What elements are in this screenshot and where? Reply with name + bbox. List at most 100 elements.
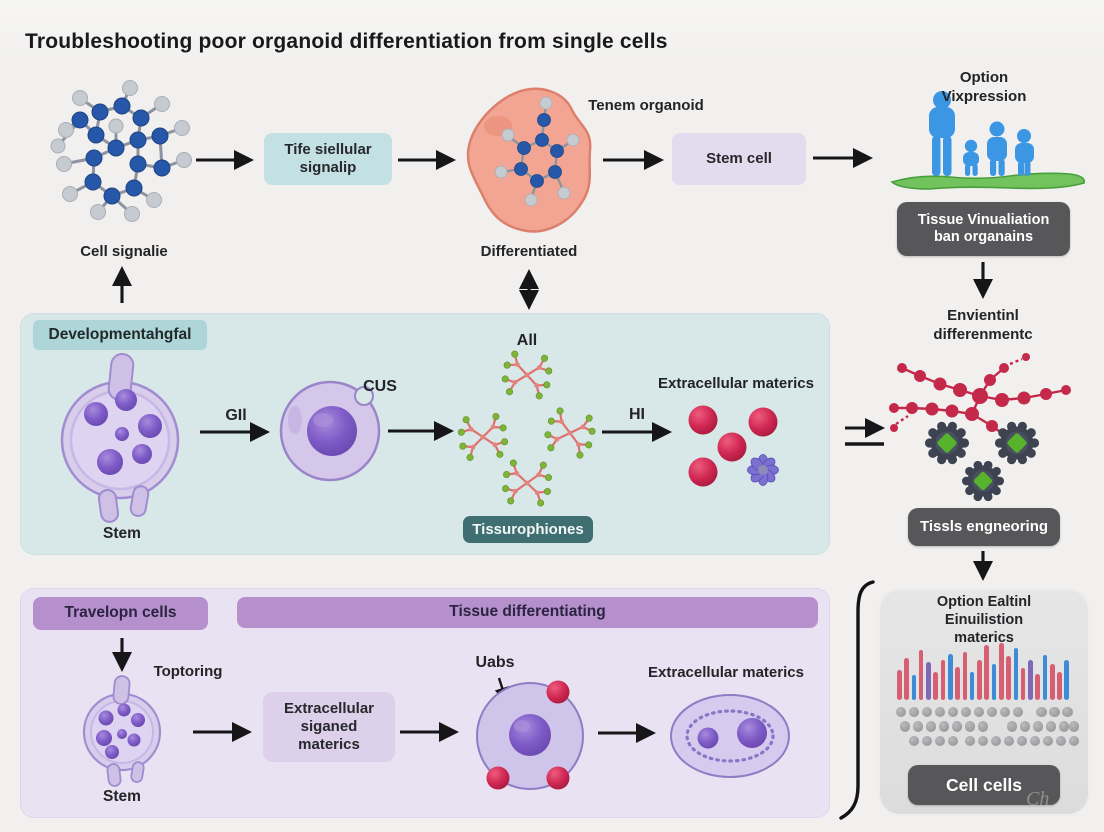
implies-arrow [845, 417, 886, 446]
organoid-caption: Tenem organoid [588, 97, 704, 114]
engineering-box: Tissls engneoring [908, 508, 1060, 546]
stem-caption-bottom: Stem [103, 788, 141, 805]
red-network-icon [889, 353, 1071, 442]
cells-box: Cell cells [908, 765, 1060, 805]
grid-dot [1058, 721, 1069, 732]
cus-caption: CUS [363, 378, 397, 395]
seq-bar [1035, 674, 1040, 700]
grid-dot [1003, 735, 1015, 746]
signal-box: Tife siellular signalip [264, 133, 392, 185]
visualization-box: Tissue Vinualiation ban organains [897, 202, 1070, 256]
grid-dot [1055, 735, 1067, 746]
seq-bar [1013, 648, 1019, 700]
grid-dot [1019, 721, 1030, 732]
grid-dot [951, 721, 963, 732]
grid-dot [1068, 735, 1080, 746]
grid-dot [899, 721, 911, 732]
seq-bar [947, 654, 953, 700]
cell-signalie-caption: Cell signalie [80, 243, 168, 260]
seq-bar [918, 650, 924, 700]
seq-bar [984, 645, 989, 700]
travelopn-box: Travelopn cells [33, 597, 208, 630]
environment-caption: Envientinl differenmentc [933, 307, 1033, 343]
grid-dot [1042, 735, 1054, 746]
grid-dot [922, 707, 933, 718]
seq-bar [926, 662, 931, 700]
seq-bar [1064, 660, 1070, 700]
grid-dot [1000, 707, 1011, 718]
differentiated-caption: Differentiated [480, 243, 578, 260]
grid-dot [961, 707, 972, 718]
gil-arrow-label: GIl [225, 407, 247, 424]
evaluation-title: Option Ealtinl Einuilistion materics [936, 594, 1032, 647]
grid-dot [977, 721, 989, 732]
seq-bar [1028, 660, 1033, 700]
grid-dot [1068, 721, 1080, 732]
grid-dot [1036, 707, 1047, 718]
figure-title: Troubleshooting poor organoid differenti… [25, 30, 668, 54]
ecm-caption-dev: Extracellular materics [658, 375, 814, 392]
seq-bar [998, 643, 1004, 700]
all-caption: All [516, 332, 538, 349]
grid-dot [909, 707, 920, 718]
seq-bar [933, 672, 938, 700]
grid-dot [990, 735, 1002, 746]
grid-dot [896, 707, 907, 718]
population-caption: Option Vixpression [941, 69, 1027, 105]
hi-arrow-label: HI [629, 406, 645, 423]
development-tag: Developmentahgfal [33, 320, 207, 350]
seq-bar [977, 660, 982, 700]
ecm-signal-box: Extracellular siganed materics [263, 692, 395, 762]
grid-dot [964, 735, 976, 746]
sequence-bars [897, 643, 1081, 700]
seq-bar [969, 672, 975, 700]
grid-dot [938, 721, 950, 732]
ground-icon [890, 172, 1086, 190]
group-bracket [839, 580, 875, 820]
grid-dot [1045, 721, 1056, 732]
seq-bar [1042, 655, 1048, 700]
toptoring-caption: Toptoring [153, 663, 223, 680]
grid-dot [948, 735, 959, 746]
grid-dot [964, 721, 976, 732]
seq-bar [897, 670, 902, 700]
seq-bar [1020, 668, 1026, 700]
seq-bar [1057, 672, 1062, 700]
ecm-caption-bottom: Extracellular materics [648, 664, 804, 681]
seq-bar [911, 675, 917, 700]
grid-dot [948, 707, 959, 718]
grid-dot [912, 721, 924, 732]
grid-dot [1029, 735, 1041, 746]
dot-grid [892, 707, 1092, 755]
grid-dot [1013, 707, 1024, 718]
grid-dot [909, 735, 920, 746]
grid-dot [1016, 735, 1028, 746]
grid-dot [974, 707, 985, 718]
tissurophiones-box: Tissurophiones [463, 516, 593, 543]
nanoparticle-icons [924, 421, 1040, 502]
grid-dot [1049, 707, 1060, 718]
stem-caption-dev: Stem [103, 525, 141, 542]
uabs-caption: Uabs [475, 654, 515, 671]
grid-dot [1006, 721, 1017, 732]
seq-bar [962, 652, 968, 700]
seq-bar [940, 660, 946, 700]
seq-bar [1049, 664, 1055, 700]
grid-dot [977, 735, 989, 746]
organoid-blob-icon [466, 87, 592, 233]
stem-cell-box: Stem cell [672, 133, 806, 185]
grid-dot [925, 721, 937, 732]
seq-bar [991, 664, 997, 700]
grid-dot [922, 735, 933, 746]
molecule-network-icon [50, 80, 192, 222]
grid-dot [935, 735, 946, 746]
grid-dot [1032, 721, 1043, 732]
grid-dot [987, 707, 998, 718]
tissue-differentiating-bar: Tissue differentiating [237, 597, 818, 628]
seq-bar [955, 667, 960, 700]
seq-bar [904, 658, 909, 700]
seq-bar [1006, 656, 1011, 700]
grid-dot [1062, 707, 1073, 718]
grid-dot [935, 707, 946, 718]
